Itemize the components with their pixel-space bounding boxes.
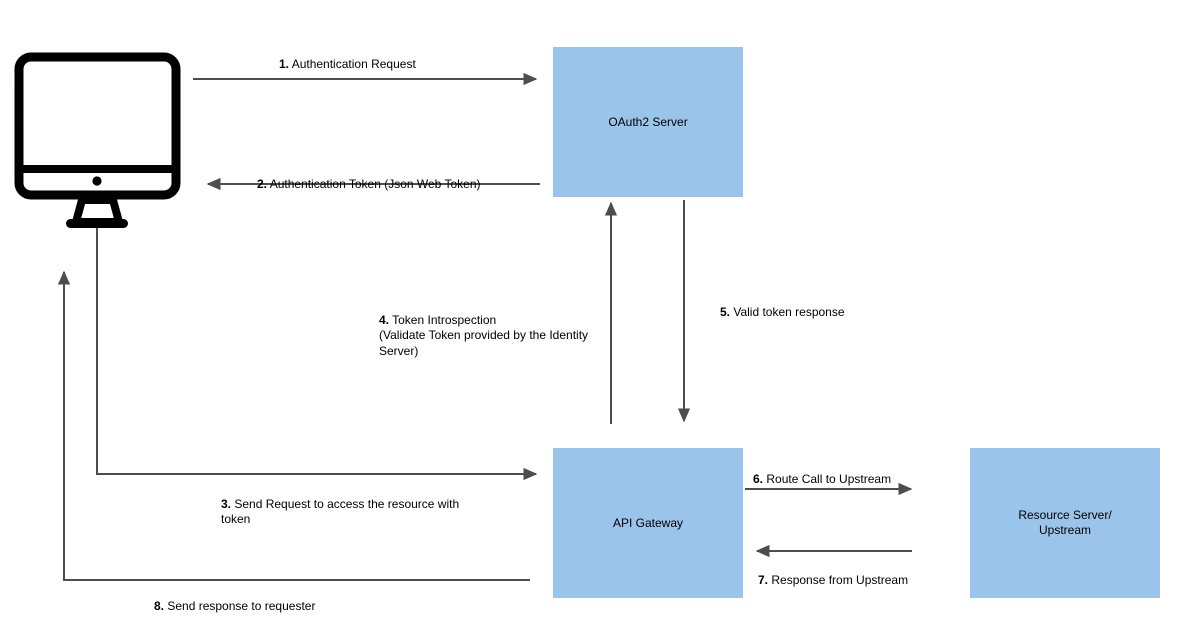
node-api-gateway[interactable]: API Gateway [553,448,743,598]
edge-number-step-4: 4. [379,312,390,327]
edge-label-step-8: 8. Send response to requester [154,583,315,614]
edge-text-step-8: Send response to requester [164,598,316,613]
edge-number-step-6: 6. [753,471,764,486]
edge-text-step-2: Authentication Token (Json Web Token) [267,176,481,191]
node-resource-server-label-line-2: Upstream [1038,523,1091,537]
edge-label-step-5: 5. Valid token response [720,289,845,320]
edge-number-step-7: 7. [758,572,769,587]
edge-text-step-7: Response from Upstream [768,572,909,587]
desktop-monitor-icon [14,52,181,228]
edge-label-step-4: 4. Token Introspection (Validate Token p… [379,297,619,359]
edge-line-step-3 [96,228,538,481]
edge-label-step-2: 2. Authentication Token (Json Web Token) [257,161,480,192]
edge-label-step-7: 7. Response from Upstream [758,557,908,588]
edge-text-step-1: Authentication Request [289,56,416,71]
edge-line-step-8 [57,270,530,581]
edge-text-step-5: Valid token response [730,304,845,319]
node-oauth2-server-label: OAuth2 Server [608,114,688,129]
edge-number-step-1: 1. [279,56,290,71]
edge-text-step-6: Route Call to Upstream [763,471,892,486]
edge-number-step-8: 8. [154,598,165,613]
edge-number-step-5: 5. [720,304,731,319]
node-resource-server[interactable]: Resource Server/ Upstream [970,448,1160,598]
node-api-gateway-label: API Gateway [612,515,684,530]
edge-label-step-6: 6. Route Call to Upstream [753,456,891,487]
edge-text-step-3: Send Request to access the resource with… [221,496,460,527]
edge-number-step-2: 2. [257,176,268,191]
node-oauth2-server[interactable]: OAuth2 Server [553,47,743,197]
edge-number-step-3: 3. [221,496,232,511]
edge-label-step-3: 3. Send Request to access the resource w… [221,481,501,528]
edge-text-step-4: Token Introspection (Validate Token prov… [379,312,589,358]
edge-label-step-1: 1. Authentication Request [279,41,416,72]
node-resource-server-label-line-1: Resource Server/ [1018,508,1112,522]
